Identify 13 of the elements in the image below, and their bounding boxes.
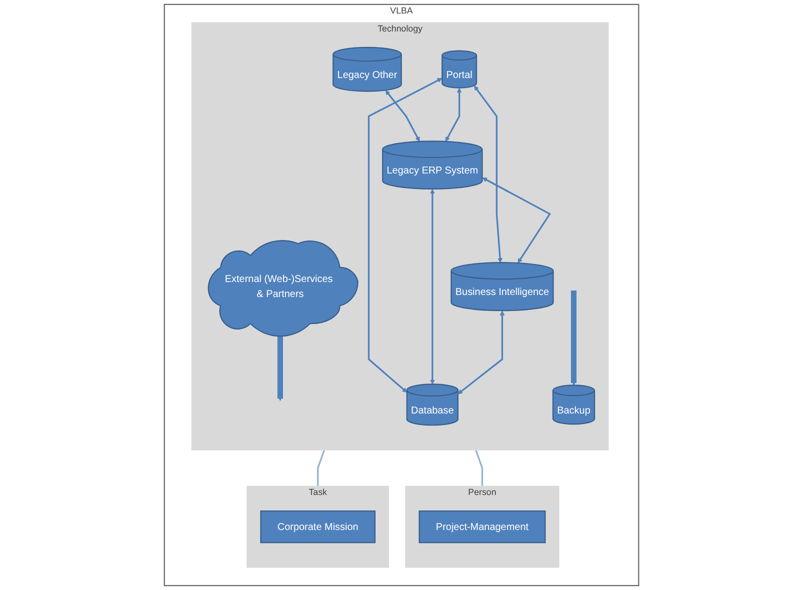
arrow xyxy=(385,90,420,142)
arrow xyxy=(430,188,435,384)
arrow xyxy=(482,178,551,264)
arrow xyxy=(368,78,442,393)
arrow xyxy=(458,310,505,394)
arrow xyxy=(445,88,462,142)
arrow xyxy=(277,334,283,402)
connector xyxy=(317,450,326,486)
arrow xyxy=(570,290,577,386)
node-box: Project-Management xyxy=(418,510,546,544)
connector xyxy=(475,450,484,486)
arrow xyxy=(474,86,502,263)
node-box: Corporate Mission xyxy=(260,510,376,544)
